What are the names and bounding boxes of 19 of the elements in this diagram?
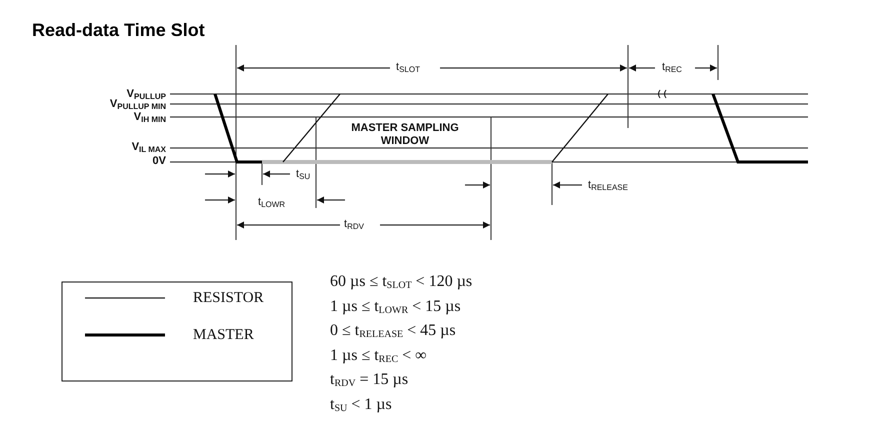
timing-label: t$_{RELEASE}$ [588,179,628,194]
timing-label: t$_{LOWR}$ [258,196,286,211]
constraint-text: 0 ≤ t$_{RELEASE}$ < 45 µs [330,321,456,342]
timing-label: t$_{SLOT}$ [396,61,420,76]
voltage-label: 0V [152,155,166,168]
timing-label: t$_{RDV}$ [344,218,364,233]
diagram-title: Read-data Time Slot [32,20,205,41]
voltage-label: V$_{IL MAX}$ [132,141,166,156]
constraint-text: t$_{SU}$ < 1 µs [330,394,392,416]
window-label: MASTER SAMPLING WINDOW [350,122,460,148]
timing-label: t$_{REC}$ [662,61,682,76]
voltage-label: V$_{IH MIN}$ [134,111,166,126]
constraint-text: 1 µs ≤ t$_{REC}$ < ∞ [330,346,427,366]
legend-label: MASTER [193,326,254,345]
constraint-text: 1 µs ≤ t$_{LOWR}$ < 15 µs [330,296,461,318]
legend-label: RESISTOR [193,289,264,308]
constraint-text: 60 µs ≤ t$_{SLOT}$ < 120 µs [330,272,472,293]
timing-label: t$_{SU}$ [296,168,310,183]
constraint-text: t$_{RDV}$ = 15 µs [330,370,408,391]
